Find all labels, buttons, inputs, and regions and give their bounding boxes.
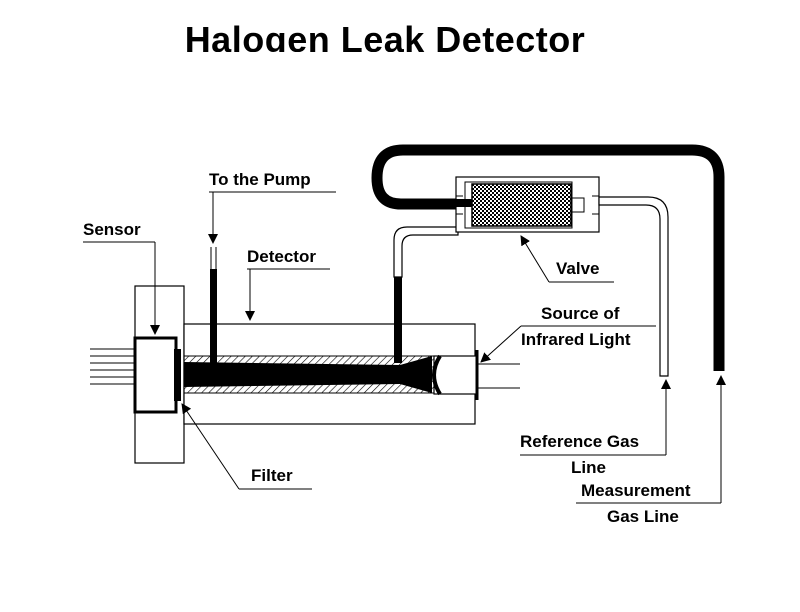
svg-text:Source of: Source of — [541, 304, 620, 323]
detector-tube-core — [184, 356, 432, 393]
svg-text:Measurement: Measurement — [581, 481, 691, 500]
label-detector: Detector — [245, 247, 330, 321]
svg-text:Gas Line: Gas Line — [607, 507, 679, 526]
filter — [174, 349, 181, 401]
svg-text:Valve: Valve — [556, 259, 600, 278]
svg-text:Line: Line — [571, 458, 606, 477]
svg-text:Infrared Light: Infrared Light — [521, 330, 631, 349]
measurement-gas-line — [371, 144, 725, 371]
svg-text:Sensor: Sensor — [83, 220, 141, 239]
label-source-of-infrared-light: Source of Infrared Light — [480, 304, 656, 363]
infrared-lens — [432, 354, 442, 396]
sensor-block — [133, 336, 178, 414]
label-filter: Filter — [181, 403, 312, 490]
svg-text:Detector: Detector — [247, 247, 316, 266]
label-measurement-gas-line: Measurement Gas Line — [576, 375, 726, 526]
detector-to-valve-pipe — [394, 275, 402, 363]
diagram-title: Halogen Leak Detector — [184, 19, 586, 52]
detector-to-valve-bend — [393, 226, 459, 278]
svg-text:Filter: Filter — [251, 466, 293, 485]
label-valve: Valve — [520, 235, 614, 283]
label-to-the-pump: To the Pump — [208, 170, 336, 244]
infrared-source-housing — [433, 355, 478, 395]
label-reference-gas-line: Reference Gas Line — [520, 379, 671, 477]
svg-text:To the Pump: To the Pump — [209, 170, 311, 189]
svg-text:Reference Gas: Reference Gas — [520, 432, 639, 451]
label-sensor: Sensor — [83, 220, 160, 335]
reference-gas-line — [598, 196, 669, 377]
pump-pipe — [210, 269, 217, 365]
sensor-wires — [90, 348, 135, 385]
valve — [455, 176, 600, 233]
